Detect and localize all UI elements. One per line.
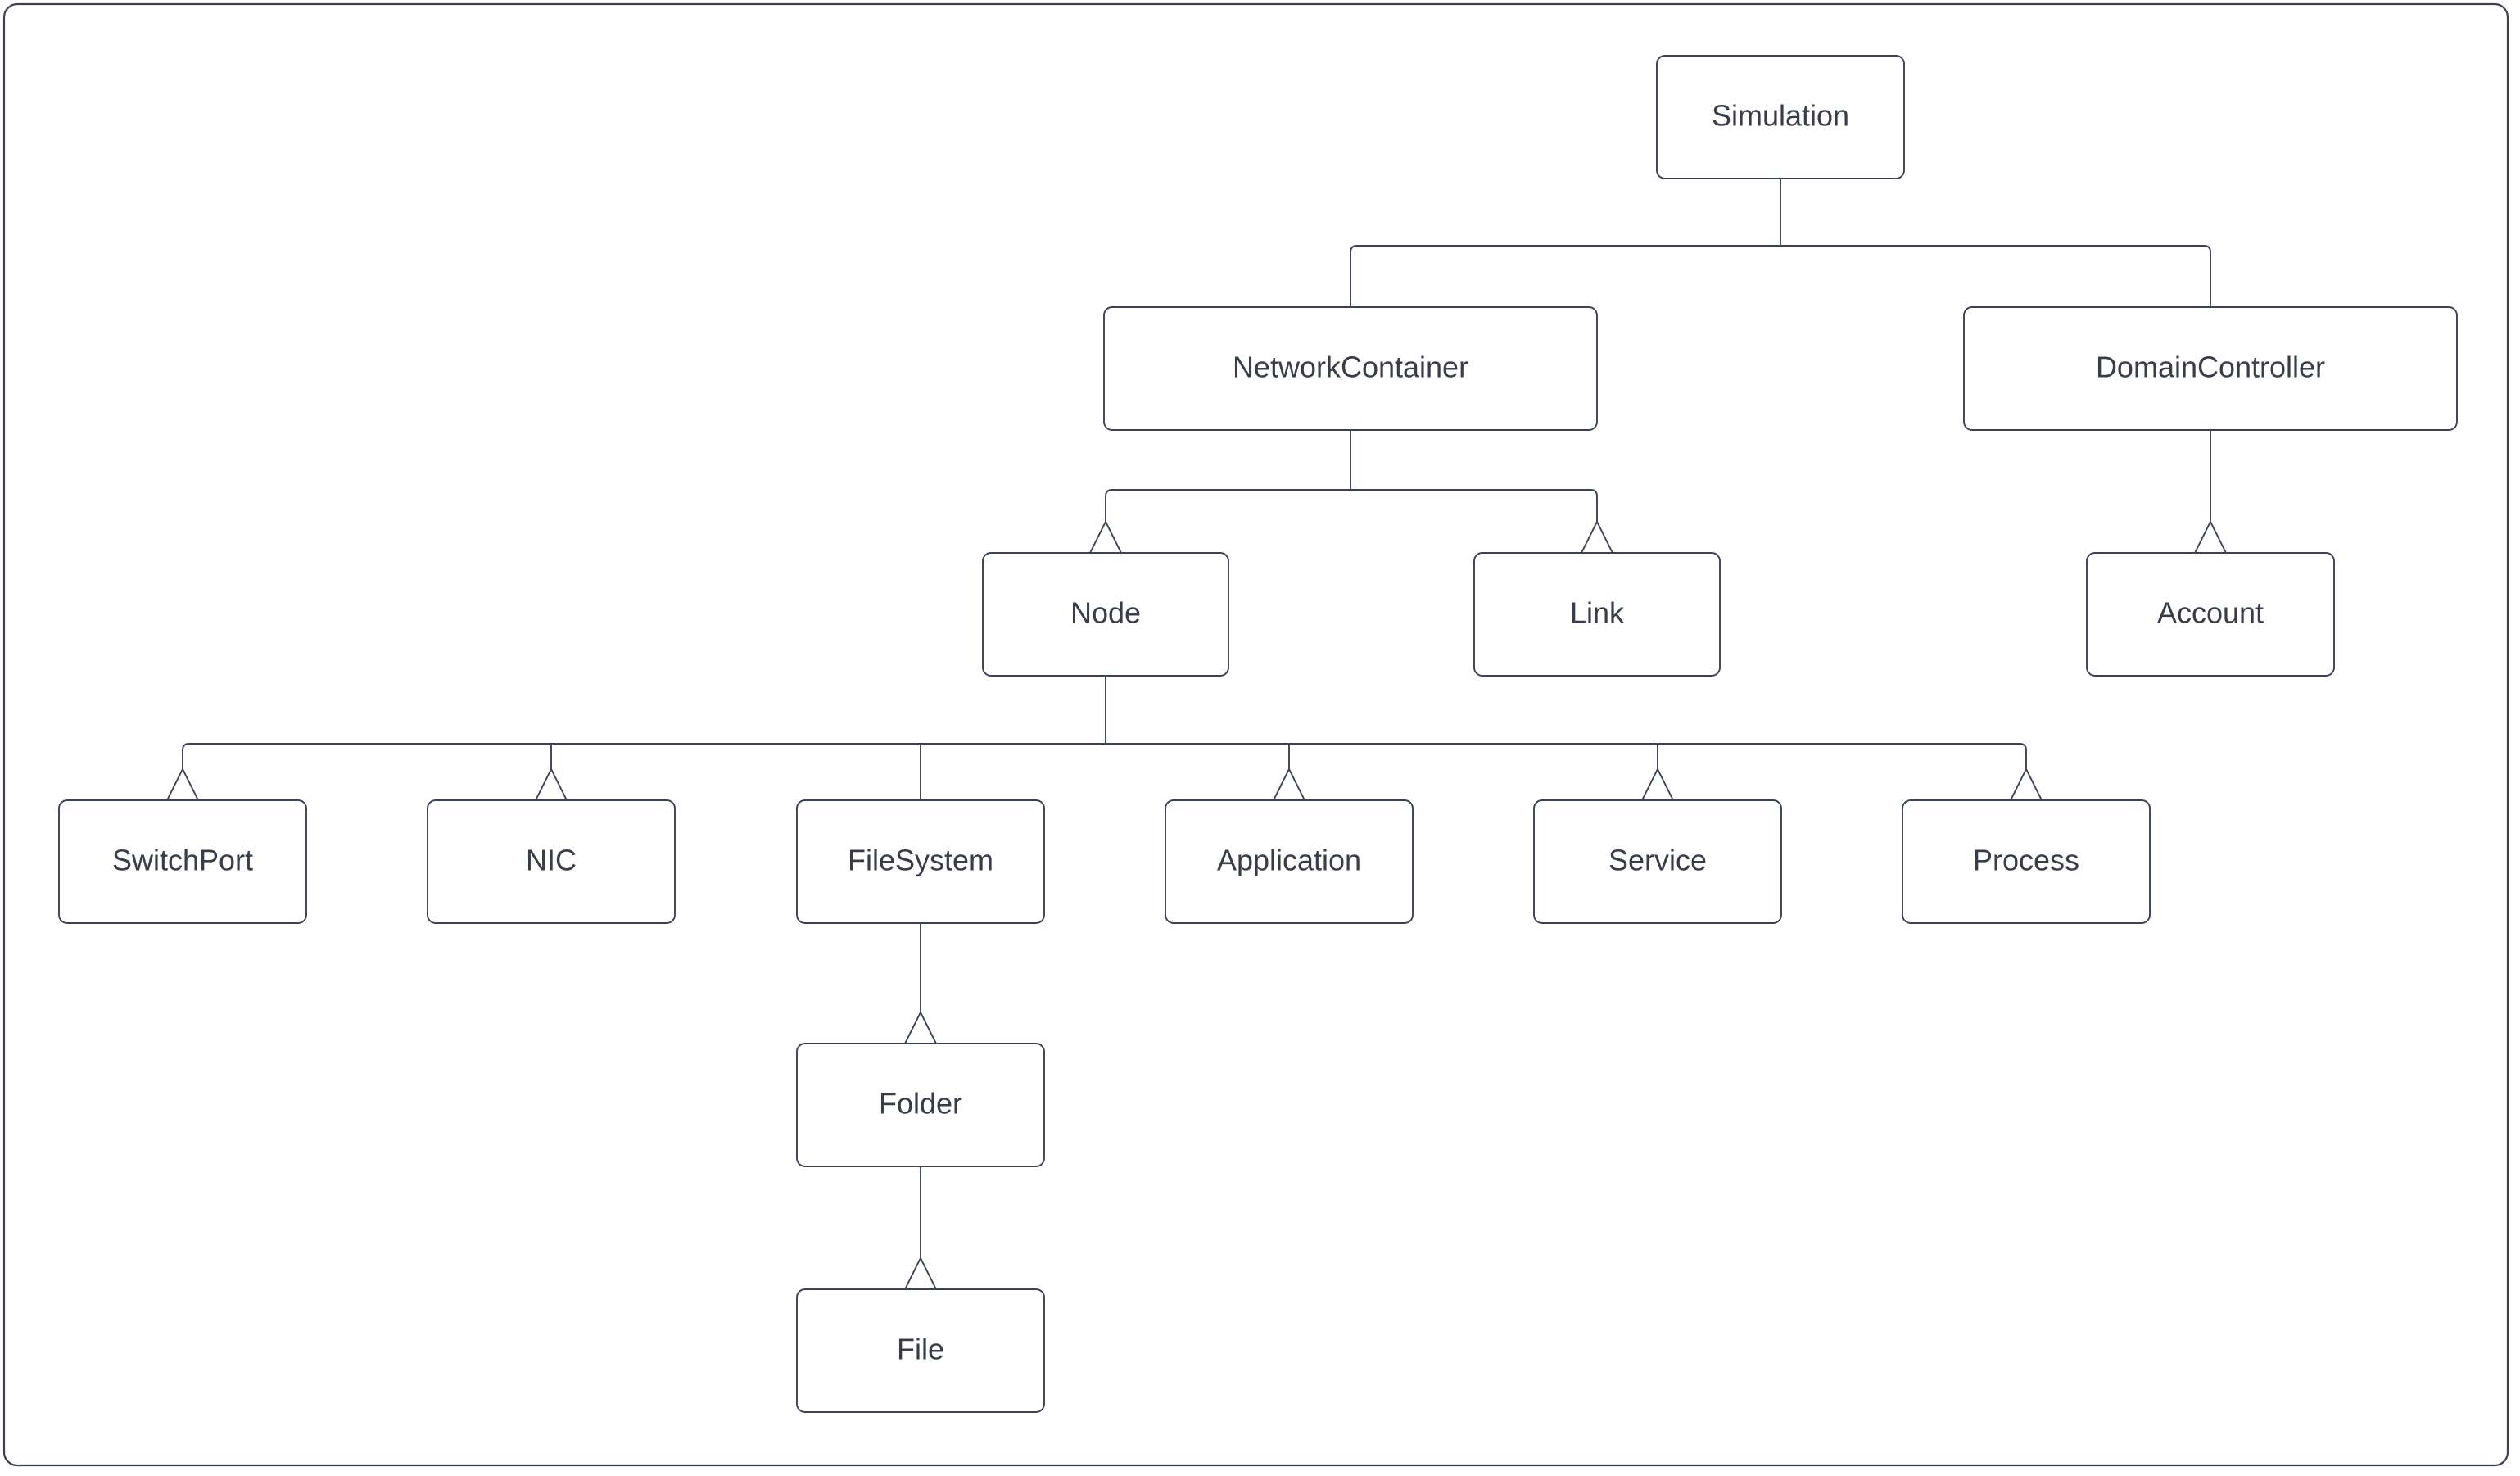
class-box-file[interactable]	[796, 1288, 1045, 1413]
class-node-filesystem[interactable]: FileSystem	[796, 799, 1045, 924]
inheritance-arrow-icon	[1581, 519, 1613, 554]
class-node-application[interactable]: Application	[1165, 799, 1414, 924]
edge-node-to-switchport	[182, 743, 190, 769]
class-node-account[interactable]: Account	[2086, 552, 2335, 677]
class-label-folder: Folder	[879, 1087, 962, 1121]
class-box-folder[interactable]	[796, 1043, 1045, 1167]
inheritance-arrow-icon	[535, 767, 568, 801]
class-label-simulation: Simulation	[1712, 99, 1849, 133]
class-label-account: Account	[2157, 596, 2264, 630]
class-box-networkcontainer[interactable]	[1103, 306, 1598, 431]
class-label-switchport: SwitchPort	[112, 844, 253, 877]
inheritance-arrow-icon	[1089, 519, 1122, 554]
inheritance-arrow-icon	[166, 767, 199, 801]
class-node-networkcontainer[interactable]: NetworkContainer	[1103, 306, 1598, 431]
class-box-simulation[interactable]	[1656, 55, 1905, 179]
edge-node-to-process	[2019, 743, 2027, 769]
class-box-nic[interactable]	[427, 799, 676, 924]
class-node-service[interactable]: Service	[1533, 799, 1782, 924]
class-label-file: File	[897, 1333, 944, 1366]
inheritance-arrow-icon	[1641, 767, 1674, 801]
inheritance-arrow-icon	[2010, 767, 2043, 801]
inheritance-arrow-icon	[904, 1256, 937, 1290]
class-box-application[interactable]	[1165, 799, 1414, 924]
edge-simulation-to-networkcontainer	[1350, 245, 1358, 307]
class-node-domaincontroller[interactable]: DomainController	[1963, 306, 2458, 431]
class-box-domaincontroller[interactable]	[1963, 306, 2458, 431]
class-label-nic: NIC	[526, 844, 577, 877]
edge-networkcontainer-to-link	[1590, 489, 1598, 522]
class-node-file[interactable]: File	[796, 1288, 1045, 1413]
class-box-link[interactable]	[1473, 552, 1721, 677]
class-box-service[interactable]	[1533, 799, 1782, 924]
class-node-nic[interactable]: NIC	[427, 799, 676, 924]
class-label-service: Service	[1608, 844, 1707, 877]
class-box-process[interactable]	[1902, 799, 2151, 924]
class-label-networkcontainer: NetworkContainer	[1233, 351, 1468, 384]
inheritance-arrow-icon	[2194, 519, 2227, 554]
class-box-filesystem[interactable]	[796, 799, 1045, 924]
class-label-filesystem: FileSystem	[848, 844, 993, 877]
class-label-node: Node	[1070, 596, 1141, 630]
class-node-folder[interactable]: Folder	[796, 1043, 1045, 1167]
class-label-process: Process	[1973, 844, 2079, 877]
class-box-node[interactable]	[982, 552, 1229, 677]
class-node-simulation[interactable]: Simulation	[1656, 55, 1905, 179]
class-label-link: Link	[1570, 596, 1625, 630]
class-box-switchport[interactable]	[58, 799, 307, 924]
class-label-domaincontroller: DomainController	[2096, 351, 2325, 384]
class-node-link[interactable]: Link	[1473, 552, 1721, 677]
edge-networkcontainer-to-node	[1105, 489, 1113, 522]
class-node-switchport[interactable]: SwitchPort	[58, 799, 307, 924]
class-node-node[interactable]: Node	[982, 552, 1229, 677]
class-label-application: Application	[1217, 844, 1361, 877]
class-box-account[interactable]	[2086, 552, 2335, 677]
class-node-process[interactable]: Process	[1902, 799, 2151, 924]
edge-simulation-to-domaincontroller	[2203, 245, 2211, 307]
inheritance-arrow-icon	[1273, 767, 1305, 801]
inheritance-arrow-icon	[904, 1010, 937, 1044]
edge-layer	[166, 179, 2227, 1290]
